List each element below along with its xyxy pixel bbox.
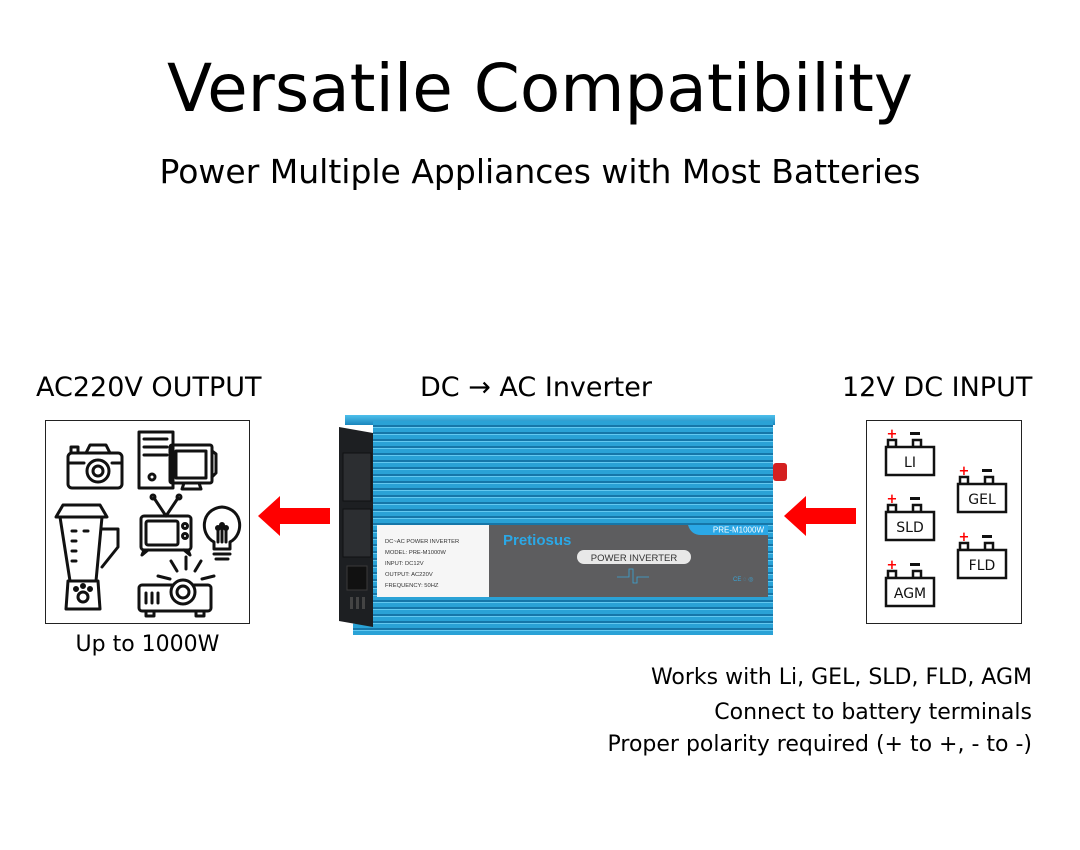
svg-text:+: + [959, 464, 970, 479]
certification-icons: CE ◌ ◎ [733, 577, 753, 583]
batteries-panel: + LI + GEL + SLD + FLD + AGM [866, 420, 1022, 624]
television-icon [139, 493, 193, 557]
camera-icon [66, 443, 124, 490]
arrow-right-icon [782, 495, 858, 537]
battery-label: GEL [968, 492, 996, 508]
desktop-computer-icon [137, 430, 218, 491]
svg-text:+: + [887, 427, 898, 442]
page-subtitle: Power Multiple Appliances with Most Batt… [159, 152, 921, 191]
model-tag: PRE-M1000W [713, 526, 765, 535]
svg-text:+: + [887, 492, 898, 507]
battery-types-note: Works with Li, GEL, SLD, FLD, AGM [650, 665, 1032, 690]
connection-note: Connect to battery terminals [714, 700, 1032, 725]
battery-gel-icon: + GEL [956, 464, 1008, 514]
appliances-panel [45, 420, 250, 624]
battery-agm-icon: + AGM [884, 558, 936, 608]
battery-label: SLD [896, 520, 923, 536]
battery-label: LI [904, 455, 916, 471]
blender-icon [54, 503, 120, 611]
brand-name: Pretiosus [503, 532, 571, 549]
spec-line: FREQUENCY: 50HZ [385, 583, 439, 589]
svg-text:+: + [887, 558, 898, 573]
battery-label: AGM [894, 586, 926, 602]
power-inverter-badge: POWER INVERTER [591, 553, 678, 564]
page-title: Versatile Compatibility [167, 50, 913, 127]
arrow-left-icon [256, 495, 332, 537]
inverter-label: DC → AC Inverter [420, 372, 652, 403]
inverter-end-plate [339, 427, 373, 627]
input-label: 12V DC INPUT [842, 372, 1033, 403]
output-label: AC220V OUTPUT [36, 372, 262, 403]
battery-li-icon: + LI [884, 427, 936, 477]
battery-label: FLD [969, 558, 996, 574]
battery-fld-icon: + FLD [956, 530, 1008, 580]
spec-line: OUTPUT: AC220V [385, 572, 433, 578]
positive-terminal-icon [773, 463, 787, 481]
battery-sld-icon: + SLD [884, 492, 936, 542]
spec-line: INPUT: DC12V [385, 561, 424, 567]
svg-text:+: + [959, 530, 970, 545]
inverter-product-image: PRE-M1000W Pretiosus POWER INVERTER CE ◌… [333, 413, 795, 639]
light-bulb-icon [203, 505, 241, 561]
spec-line: MODEL: PRE-M1000W [385, 550, 446, 556]
projector-icon [137, 555, 216, 618]
spec-label-plate [377, 525, 489, 597]
output-capacity-caption: Up to 1000W [75, 632, 220, 657]
polarity-note: Proper polarity required (+ to +, - to -… [607, 732, 1032, 757]
spec-line: DC~AC POWER INVERTER [385, 539, 459, 545]
